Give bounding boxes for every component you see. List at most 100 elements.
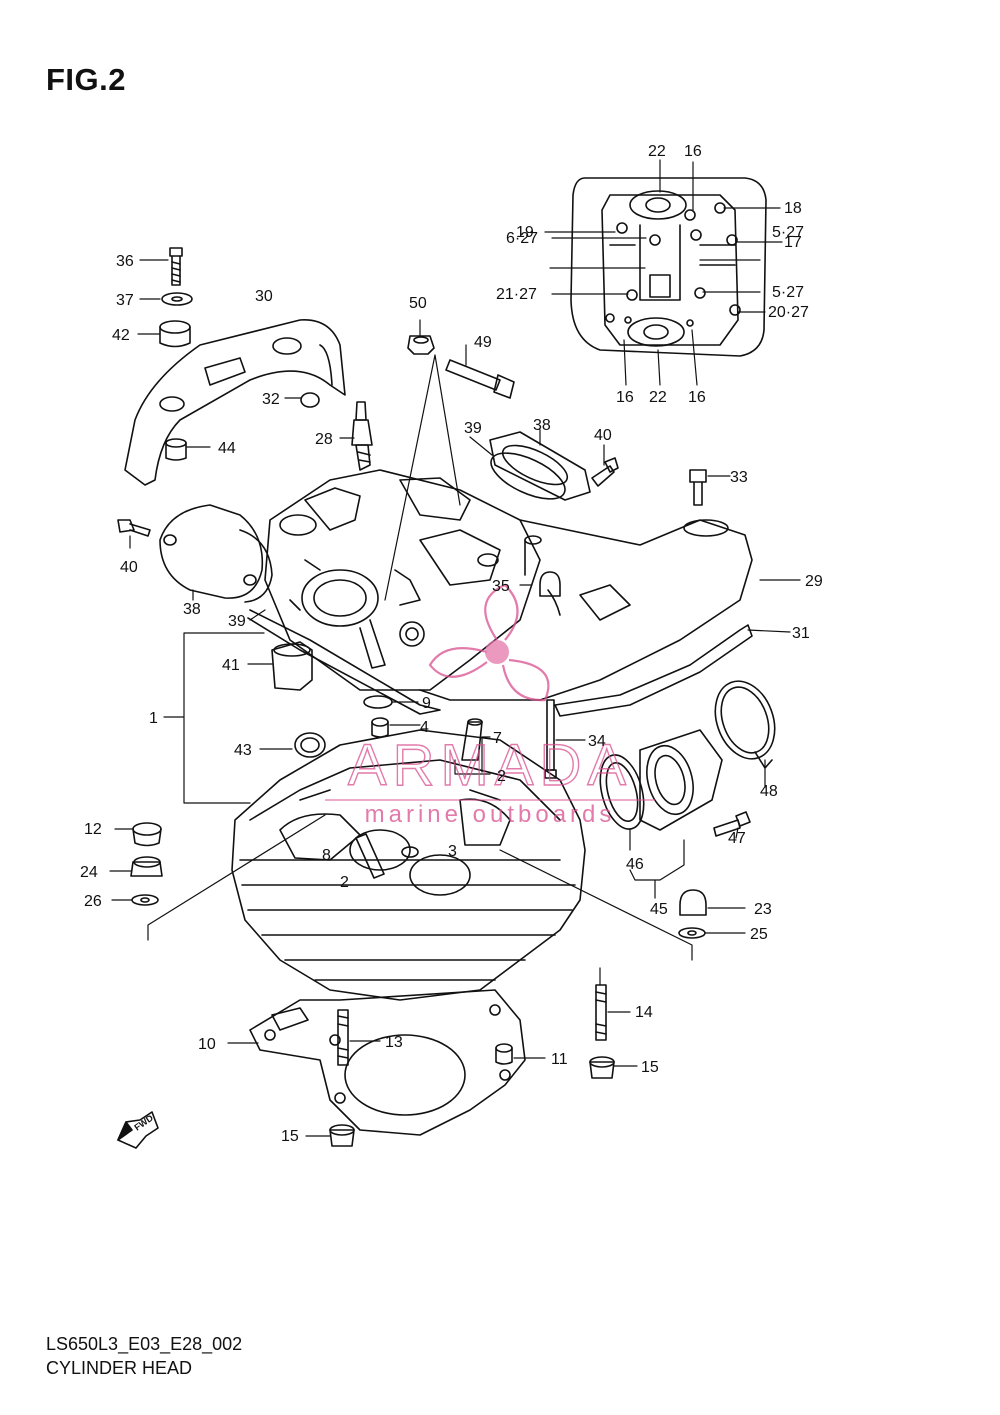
- bolt-40-top: [591, 457, 619, 487]
- callout-39a: 39: [464, 420, 482, 437]
- callout-40a: 40: [594, 427, 612, 444]
- callout-29: 29: [805, 573, 823, 590]
- gasket-31-lower: [247, 609, 441, 715]
- cylinder-head-lower: [231, 729, 586, 1001]
- nut-24: [130, 856, 163, 877]
- left-cover-30: [124, 319, 346, 486]
- callout-39b: 39: [228, 613, 246, 630]
- callout-9: 9: [422, 695, 431, 712]
- callout-40b: 40: [120, 559, 138, 576]
- callout-47: 47: [728, 830, 746, 847]
- callout-14: 14: [635, 1004, 653, 1021]
- washer-25: [678, 927, 706, 939]
- callout-13: 13: [385, 1034, 403, 1051]
- callout-25: 25: [750, 926, 768, 943]
- pipe-7: [461, 718, 483, 761]
- bolt-49: [445, 359, 515, 399]
- bolt-47: [713, 811, 751, 837]
- callout-45: 45: [650, 901, 668, 918]
- figure-title: FIG.2: [46, 62, 127, 97]
- callout-28: 28: [315, 431, 333, 448]
- callout-42: 42: [112, 327, 130, 344]
- stud-14: [595, 984, 607, 1041]
- cylinder-gasket-10: [249, 989, 526, 1136]
- callout-21-27: 21·27: [496, 286, 537, 303]
- dowel-11: [495, 1043, 513, 1065]
- callout-34: 34: [588, 733, 606, 750]
- callout-10: 10: [198, 1036, 216, 1053]
- seal-43: [294, 732, 326, 758]
- callout-38b: 38: [183, 601, 201, 618]
- gasket-46: [599, 754, 645, 830]
- callout-33: 33: [730, 469, 748, 486]
- o-ring-9: [363, 695, 393, 709]
- callout-41: 41: [222, 657, 240, 674]
- watermark-tagline: marine outboards: [365, 801, 616, 828]
- callout-49: 49: [474, 334, 492, 351]
- callout-15a: 15: [641, 1059, 659, 1076]
- callout-44: 44: [218, 440, 236, 457]
- callout-labels: 1 2 2 3 4 5·27 5·27 6·27 7 8 9 10 11 12 …: [80, 143, 823, 1145]
- callout-8: 8: [322, 847, 331, 864]
- cap-32: [300, 392, 320, 408]
- watermark-brand: ARMADA: [348, 733, 632, 798]
- damper-41: [271, 641, 313, 691]
- callout-22b: 22: [649, 389, 667, 406]
- callout-5-27b: 5·27: [772, 284, 804, 301]
- bolt-40-left: [117, 519, 151, 537]
- watermark: ARMADA marine outboards: [325, 583, 655, 828]
- cylinder-head-upper: [264, 469, 541, 691]
- callout-19: 19: [516, 224, 534, 241]
- tappet-cover-38-left: [159, 504, 264, 599]
- nut-50: [407, 335, 435, 355]
- callout-7: 7: [493, 730, 502, 747]
- bushing-44: [165, 438, 187, 461]
- callout-32: 32: [262, 391, 280, 408]
- diagram-name: CYLINDER HEAD: [46, 1358, 193, 1378]
- callout-16c: 16: [688, 389, 706, 406]
- callout-30: 30: [255, 288, 273, 305]
- callout-17: 17: [784, 234, 802, 251]
- cap-nut-23: [679, 889, 707, 916]
- callout-48: 48: [760, 783, 778, 800]
- callout-31: 31: [792, 625, 810, 642]
- callout-26: 26: [84, 893, 102, 910]
- callout-35: 35: [492, 578, 510, 595]
- callout-20-27: 20·27: [768, 304, 809, 321]
- tappet-cover-38-top: [489, 431, 591, 501]
- head-cover-29: [419, 519, 753, 701]
- head-cover-underside-inset: [570, 177, 767, 357]
- callout-24: 24: [80, 864, 98, 881]
- callout-23: 23: [754, 901, 772, 918]
- callout-50: 50: [409, 295, 427, 312]
- grommet-12: [132, 822, 162, 847]
- callout-16a: 16: [684, 143, 702, 160]
- callout-16b: 16: [616, 389, 634, 406]
- callout-4: 4: [420, 719, 429, 736]
- callout-1: 1: [149, 710, 158, 727]
- callout-2a: 2: [497, 768, 506, 785]
- bolt-33: [689, 469, 707, 506]
- fwd-arrow-icon: [117, 1111, 159, 1149]
- nut-15-right: [589, 1056, 615, 1079]
- callout-2b: 2: [340, 874, 349, 891]
- grommet-42: [159, 320, 191, 348]
- stud-13: [337, 1009, 349, 1066]
- diagram-code: LS650L3_E03_E28_002: [46, 1334, 243, 1354]
- gasket-39-top: [490, 452, 566, 500]
- callout-11: 11: [551, 1051, 568, 1068]
- leader-lines: [109, 159, 801, 1137]
- washer-26: [131, 894, 159, 906]
- nut-15-bottom: [329, 1124, 355, 1147]
- intake-pipe-45: [639, 729, 723, 831]
- callout-6-27: 6·27: [506, 230, 538, 247]
- callout-18: 18: [784, 200, 802, 217]
- callout-43: 43: [234, 742, 252, 759]
- callout-22a: 22: [648, 143, 666, 160]
- bolt-36: [169, 247, 183, 286]
- callout-15b: 15: [281, 1128, 299, 1145]
- spark-plug-28: [351, 401, 373, 471]
- callout-37: 37: [116, 292, 134, 309]
